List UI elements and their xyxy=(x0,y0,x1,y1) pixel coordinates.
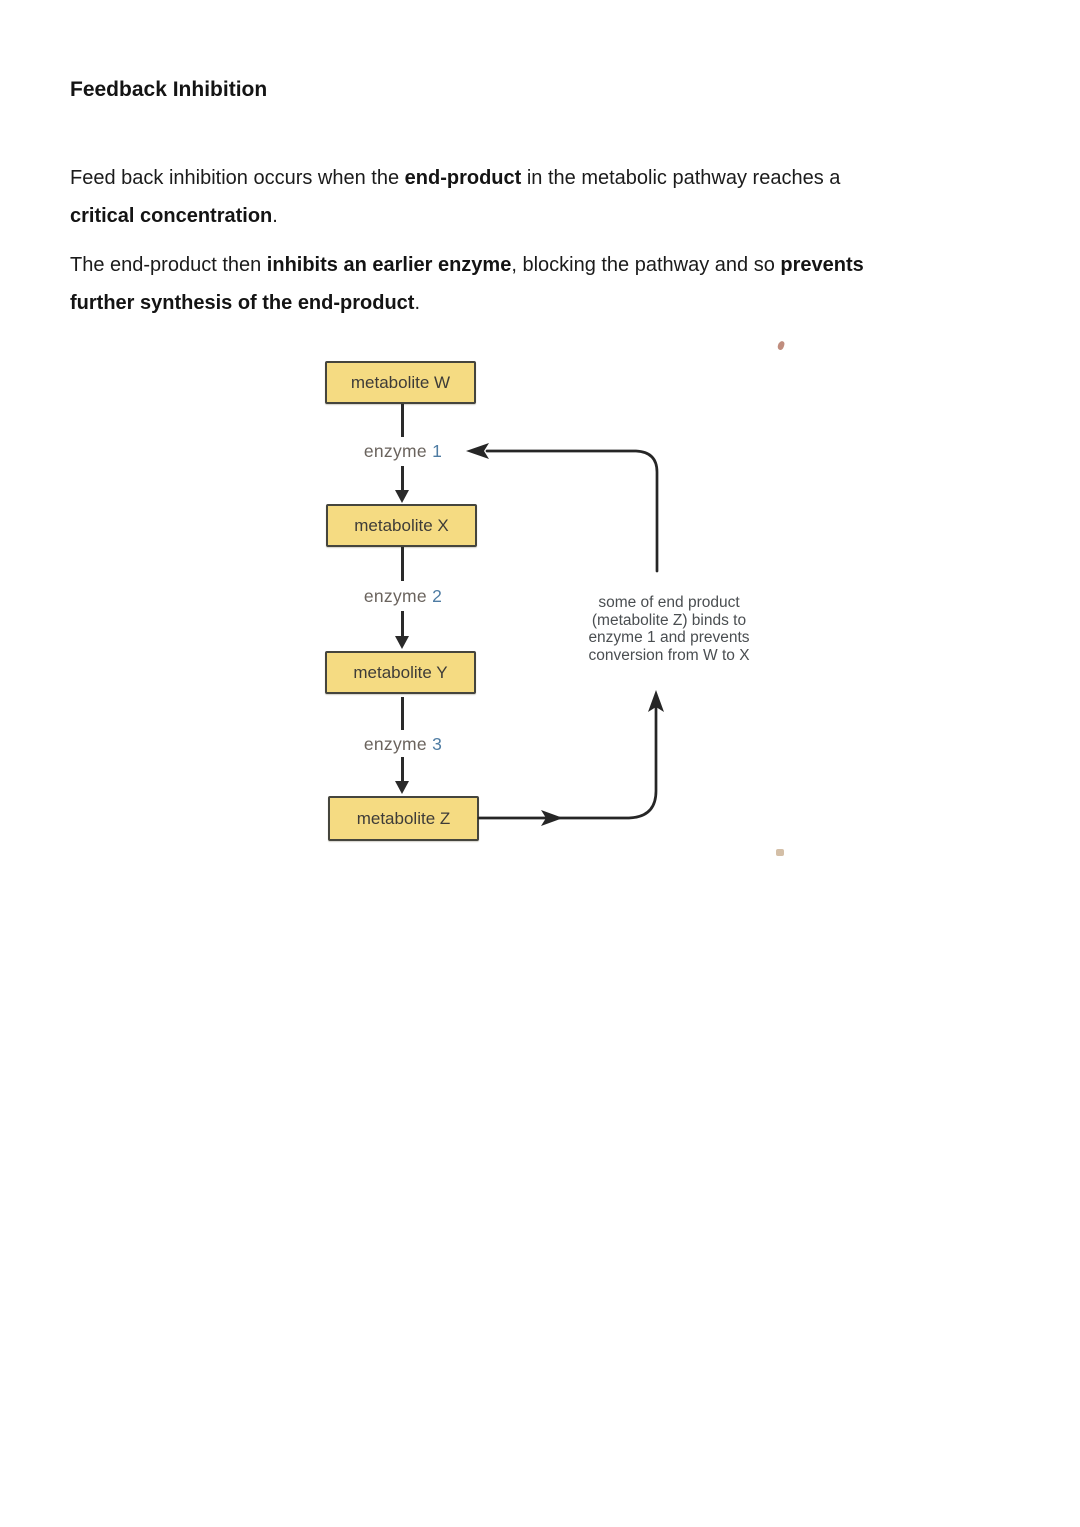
connector-x-to-enzyme2 xyxy=(401,547,404,581)
feedback-annotation: some of end product (metabolite Z) binds… xyxy=(574,594,764,664)
feedback-loop-upper-path xyxy=(485,449,659,573)
annotation-line-4: conversion from W to X xyxy=(588,646,750,664)
p2-bold-further-synthesis: further synthesis of the end-product xyxy=(70,291,415,314)
p2-text-3: . xyxy=(414,291,421,314)
enzyme-3-number: 3 xyxy=(432,734,443,754)
down-arrowhead-into-y xyxy=(395,636,409,649)
annotation-line-1: some of end product xyxy=(598,594,740,611)
up-arrowhead-feedback xyxy=(648,690,664,712)
p2-text-1: The end-product then xyxy=(70,254,267,276)
connector-enzyme2-to-y xyxy=(401,611,404,638)
p1-text-3: . xyxy=(272,204,278,227)
enzyme-1-label: enzyme 1 xyxy=(338,440,468,462)
p1-text-2: in the metabolic pathway reaches a xyxy=(521,167,841,189)
metabolite-w-box: metabolite W xyxy=(325,361,476,404)
enzyme-2-label: enzyme 2 xyxy=(338,585,468,607)
enzyme-2-number: 2 xyxy=(432,586,443,606)
enzyme-3-label: enzyme 3 xyxy=(338,733,468,755)
metabolite-x-box: metabolite X xyxy=(326,504,477,547)
metabolite-y-box: metabolite Y xyxy=(325,651,476,694)
p2-bold-prevents: prevents xyxy=(780,254,864,276)
p1-bold-critical-concentration: critical concentration xyxy=(70,204,273,227)
scan-artifact-mark-top xyxy=(776,340,786,351)
down-arrowhead-into-z xyxy=(395,781,409,794)
scan-artifact-mark-bottom xyxy=(776,849,784,856)
annotation-line-3: enzyme 1 and prevents xyxy=(588,629,750,646)
enzyme-1-number: 1 xyxy=(432,441,443,461)
feedback-loop-lower-path xyxy=(477,696,658,820)
left-arrowhead-at-enzyme1 xyxy=(466,443,489,459)
p2-text-2: , blocking the pathway and so xyxy=(511,254,781,276)
paragraph-feedback-definition: Feed back inhibition occurs when the end… xyxy=(70,160,1030,235)
annotation-line-2: (metabolite Z) binds to xyxy=(591,611,747,629)
enzyme-2-word: enzyme xyxy=(363,586,427,606)
p2-bold-inhibits-enzyme: inhibits an earlier enzyme xyxy=(266,254,512,276)
enzyme-1-word: enzyme xyxy=(363,441,427,461)
down-arrowhead-into-x xyxy=(395,490,409,503)
p1-bold-end-product: end-product xyxy=(404,167,522,189)
paragraph-end-product-inhibits: The end-product then inhibits an earlier… xyxy=(70,247,1030,322)
metabolite-z-box: metabolite Z xyxy=(328,796,479,841)
connector-w-to-enzyme1 xyxy=(401,404,404,437)
page-title: Feedback Inhibition xyxy=(70,78,268,101)
connector-enzyme3-to-z xyxy=(401,757,404,783)
connector-y-to-enzyme3 xyxy=(401,697,404,730)
p1-text-1: Feed back inhibition occurs when the xyxy=(70,167,405,189)
enzyme-3-word: enzyme xyxy=(363,734,427,754)
right-arrowhead-from-z xyxy=(541,810,563,826)
connector-enzyme1-to-x xyxy=(401,466,404,492)
